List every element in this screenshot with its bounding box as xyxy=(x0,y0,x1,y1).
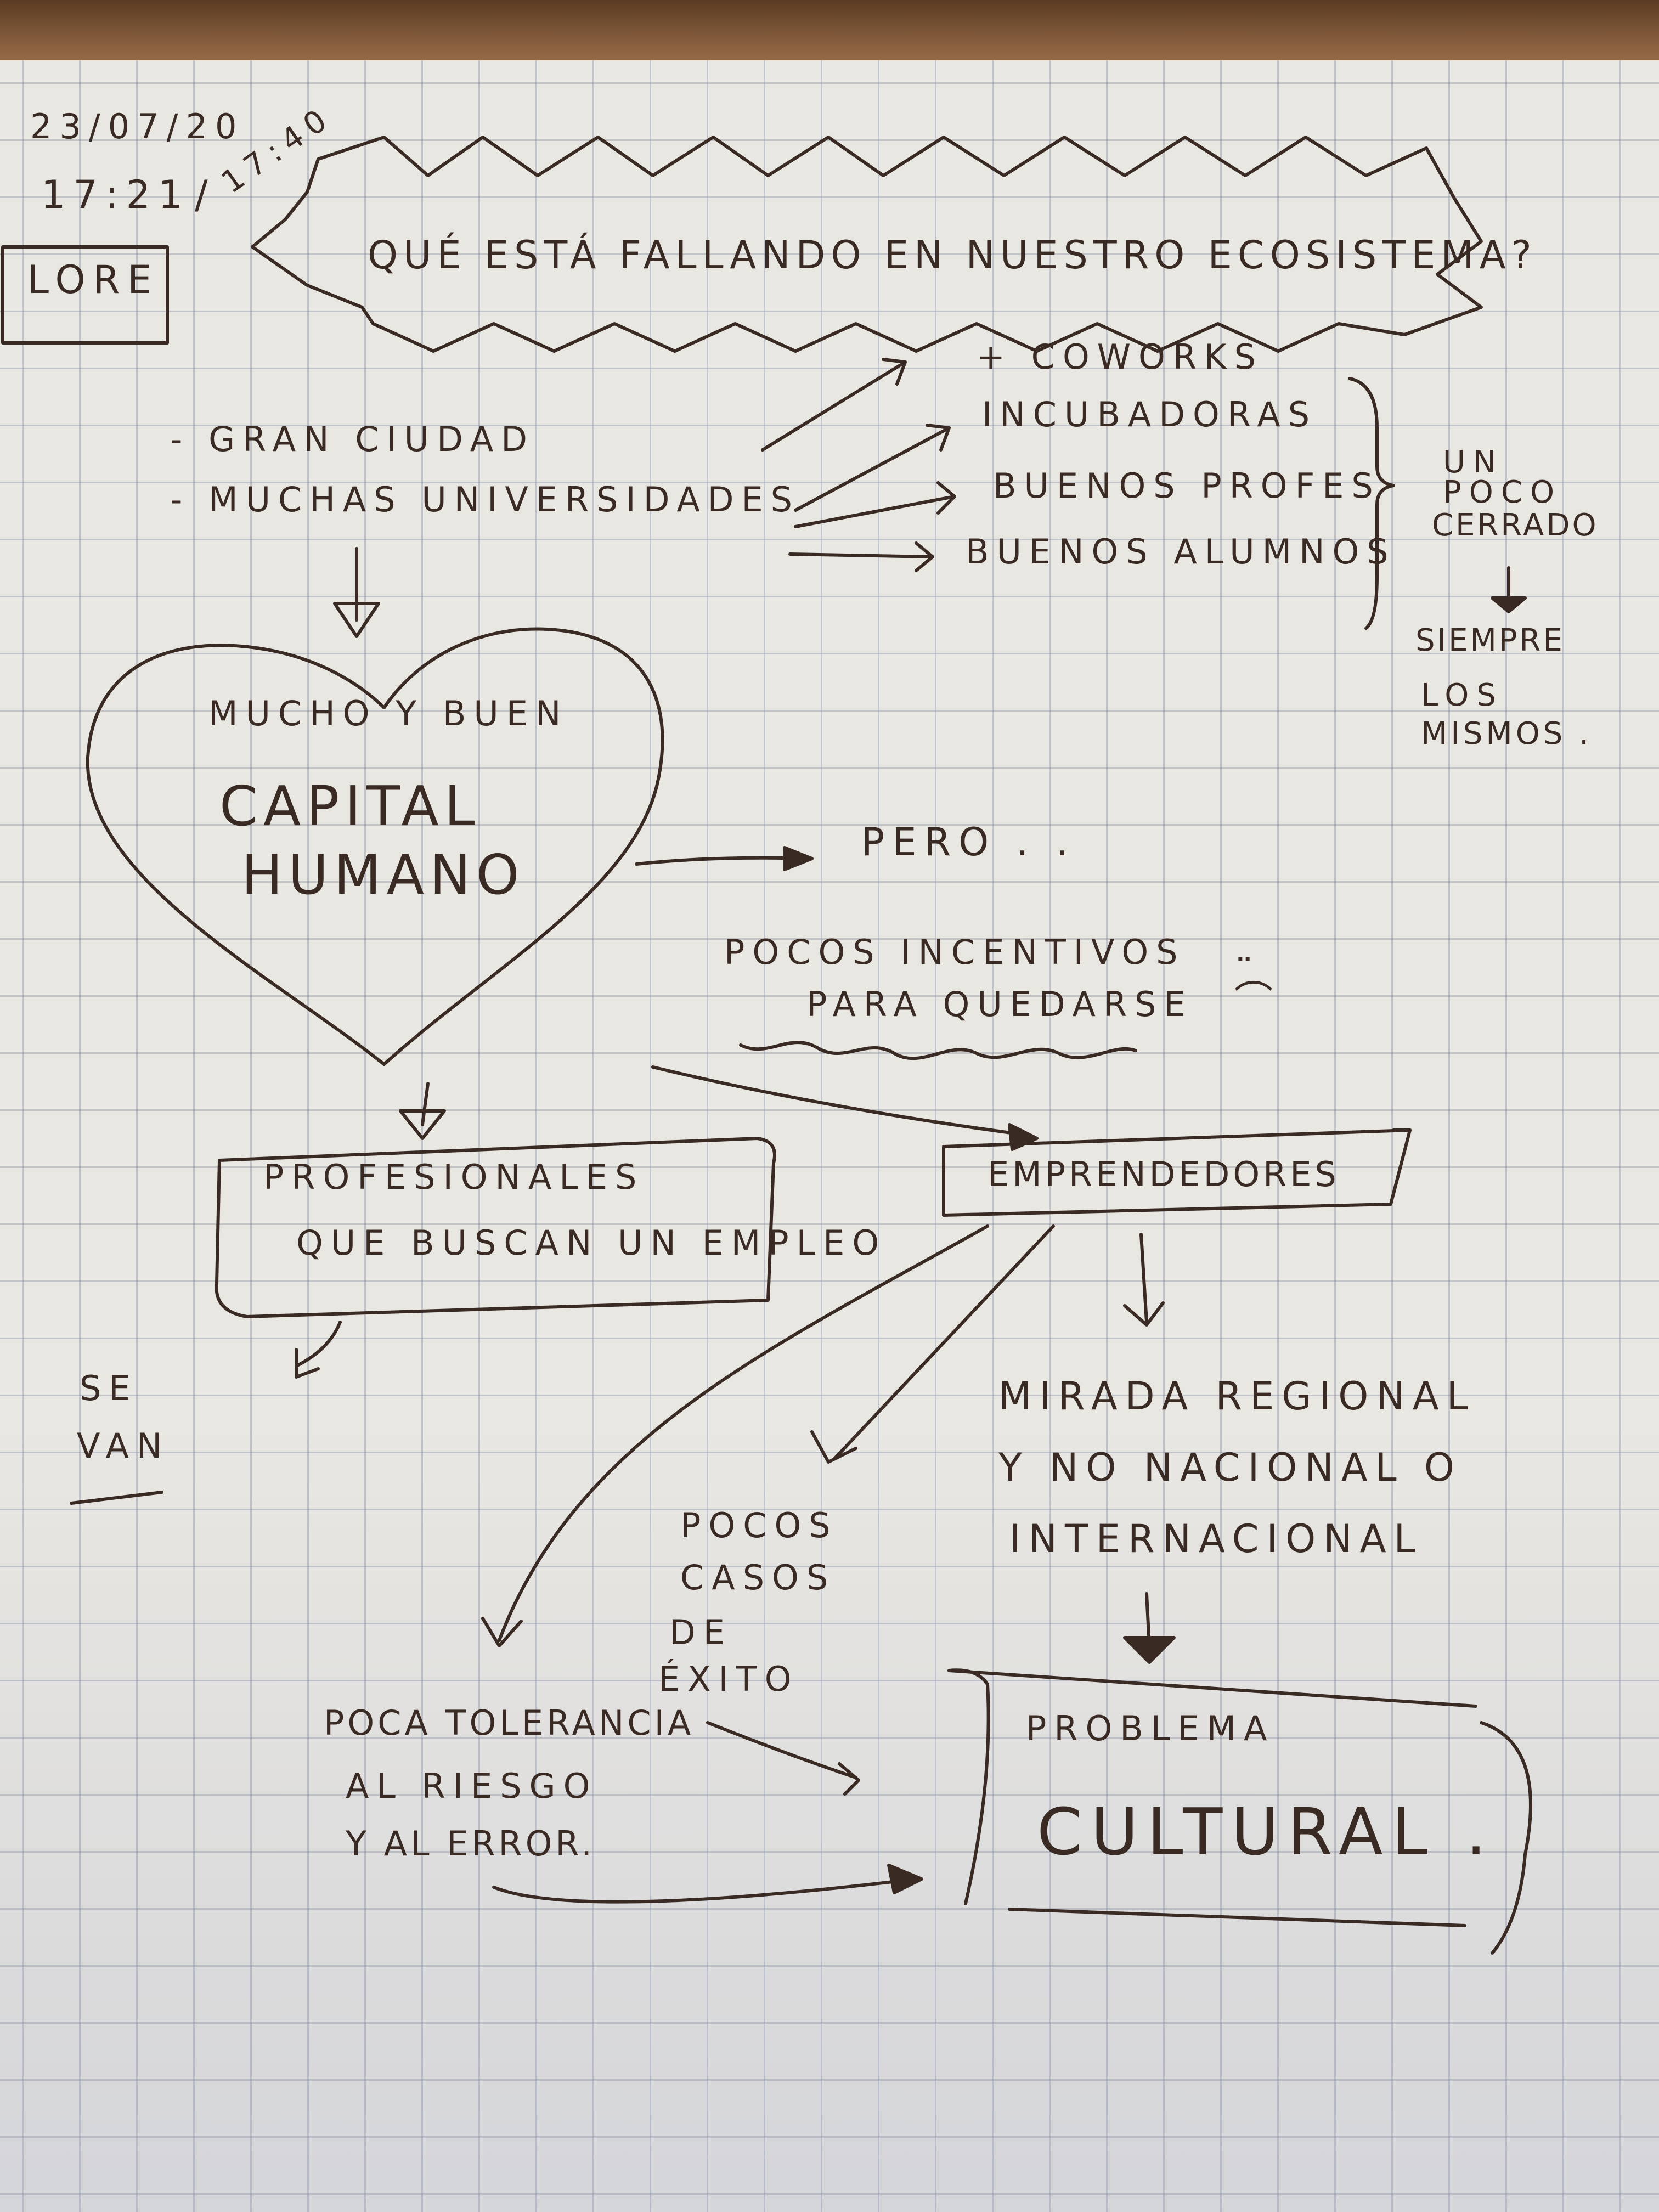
heart-humano: HUMANO xyxy=(241,843,525,907)
se-label: SE xyxy=(80,1368,138,1408)
context-universidades: - MUCHAS UNIVERSIDADES xyxy=(170,479,800,520)
tolerancia-line2: AL RIESGO xyxy=(346,1766,598,1806)
tolerancia-line3: Y AL ERROR. xyxy=(346,1824,595,1864)
exito-exito: ÉXITO xyxy=(658,1659,799,1699)
exito-pocos: POCOS xyxy=(680,1505,838,1545)
profesionales-line2: QUE BUSCAN UN EMPLEO xyxy=(296,1223,887,1263)
note-cerrado: CERRADO xyxy=(1432,507,1599,543)
sad-face-icon: ¨ ⌒ xyxy=(1234,951,1280,1023)
profesionales-box xyxy=(215,1137,776,1318)
incentives-line2: PARA QUEDARSE xyxy=(806,984,1193,1024)
note-mismos: MISMOS . xyxy=(1421,716,1592,752)
author-box xyxy=(1,245,169,345)
context-gran-ciudad: - GRAN CIUDAD xyxy=(170,419,535,459)
resource-coworks: + COWORKS xyxy=(977,337,1263,377)
arrow-to-alumnos xyxy=(788,552,934,558)
exito-de: DE xyxy=(669,1612,732,1652)
arrow-to-profes xyxy=(794,495,956,528)
wavy-underline xyxy=(739,1041,1137,1060)
paper-shadow xyxy=(0,1426,1659,2212)
se-van-underline xyxy=(70,1491,163,1505)
incentives-line1: POCOS INCENTIVOS xyxy=(724,932,1186,972)
grid-paper-sheet xyxy=(0,60,1659,2212)
note-los: LOS xyxy=(1421,678,1504,713)
problema-cultural: CULTURAL . xyxy=(1037,1794,1496,1870)
resource-incubadoras: INCUBADORAS xyxy=(982,394,1318,435)
title-zigzag-banner xyxy=(251,136,1483,353)
note-siempre: SIEMPRE xyxy=(1415,623,1565,658)
pero-label: PERO . . xyxy=(861,820,1076,865)
time-separator: / xyxy=(195,172,216,217)
arrow-to-incubadoras xyxy=(794,426,951,512)
exito-casos: CASOS xyxy=(680,1558,836,1598)
problema-frame xyxy=(947,1668,990,1905)
regional-line1: MIRADA REGIONAL xyxy=(998,1374,1476,1419)
emprendedores-label: EMPRENDEDORES xyxy=(988,1154,1340,1194)
resource-alumnos: BUENOS ALUMNOS xyxy=(966,532,1396,572)
arrow-to-pero xyxy=(635,856,808,866)
start-time: 17:21 xyxy=(41,172,190,217)
title-question: QUÉ ESTÁ FALLANDO EN NUESTRO ECOSISTEMA? xyxy=(368,233,1537,278)
emprendedores-box xyxy=(942,1128,1412,1217)
profesionales-line1: PROFESIONALES xyxy=(263,1157,645,1197)
arrow-to-coworks xyxy=(761,360,907,452)
resources-bracket xyxy=(1348,377,1395,630)
regional-line3: INTERNACIONAL xyxy=(1009,1516,1423,1561)
heart-capital: CAPITAL xyxy=(219,774,481,838)
van-label: VAN xyxy=(77,1426,170,1466)
resource-profes: BUENOS PROFES xyxy=(993,466,1381,506)
note-poco: POCO xyxy=(1443,475,1562,510)
date: 23/07/20 xyxy=(30,106,245,146)
regional-line2: Y NO NACIONAL O xyxy=(998,1445,1462,1490)
heart-top-text: MUCHO Y BUEN xyxy=(208,693,569,733)
heart-shape xyxy=(86,627,664,1066)
problema-label: PROBLEMA xyxy=(1026,1708,1275,1748)
tolerancia-line1: POCA TOLERANCIA xyxy=(324,1703,695,1743)
note-un: UN xyxy=(1443,444,1504,480)
author-name: LORE xyxy=(27,257,160,302)
